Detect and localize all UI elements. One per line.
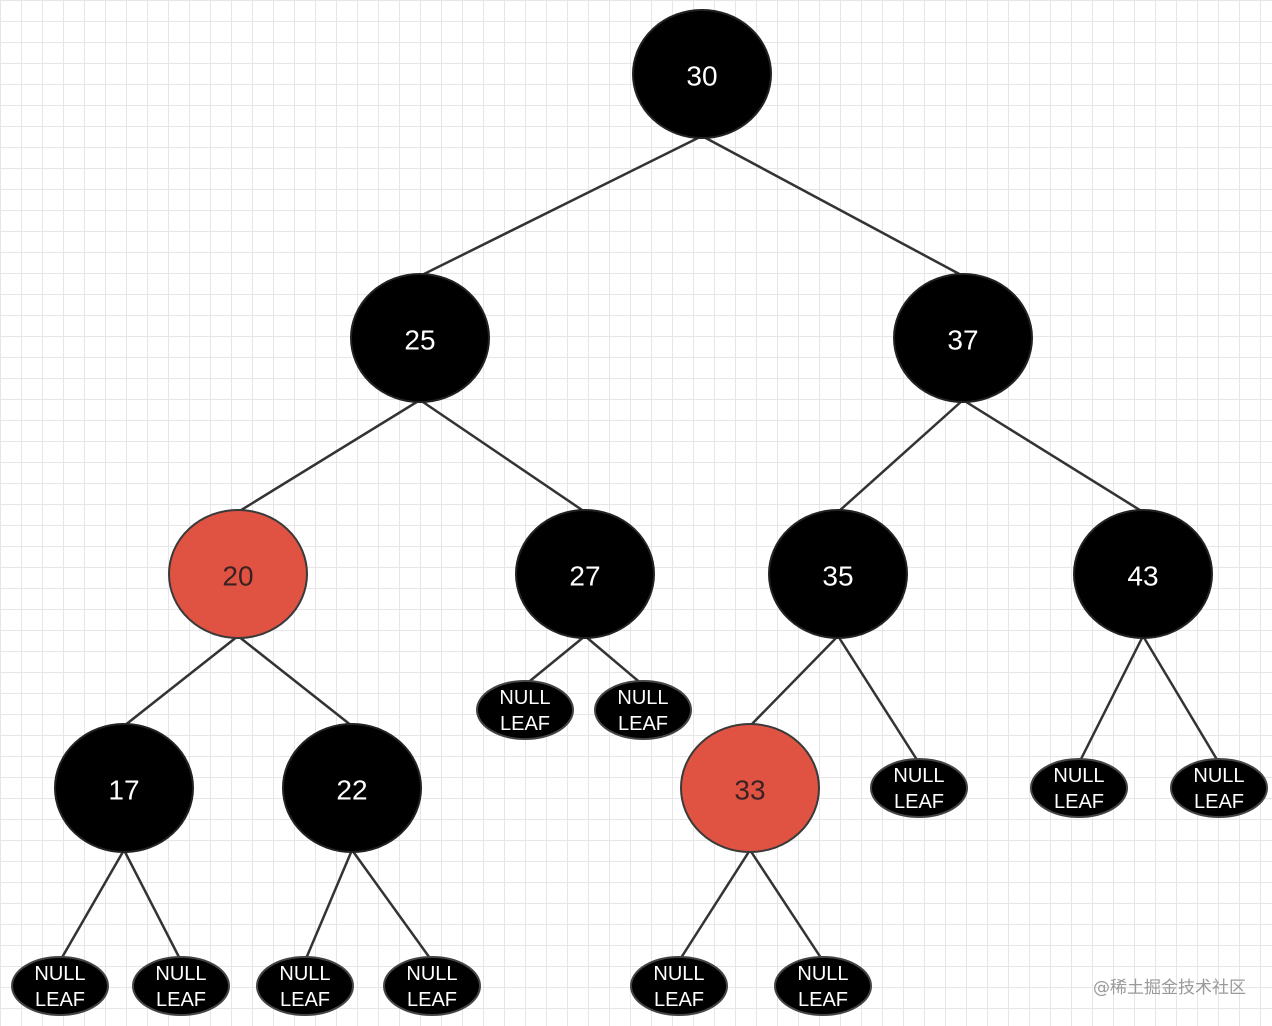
node-value: 27 (569, 561, 600, 592)
node-value: 22 (336, 775, 367, 806)
leaf-label: LEAF (1194, 791, 1244, 813)
tree-edge (749, 635, 839, 727)
leaf-label: LEAF (156, 989, 206, 1011)
tree-edge (837, 399, 964, 513)
node-value: 37 (947, 325, 978, 356)
tree-edge (58, 849, 126, 962)
leaf-label: NULL (617, 687, 668, 709)
tree-edge (237, 635, 353, 727)
tree-node-43: 43 (1073, 509, 1213, 639)
leaf-label: NULL (893, 765, 944, 787)
black-node-circle (54, 723, 194, 853)
leaf-ellipse (594, 680, 692, 740)
leaf-label: LEAF (618, 713, 668, 735)
black-node-circle (515, 509, 655, 639)
watermark: @稀土掘金技术社区 (1093, 978, 1246, 998)
black-node-circle (893, 273, 1033, 403)
leaf-label: LEAF (798, 989, 848, 1011)
null-leaf-node: NULL LEAF (256, 956, 354, 1016)
black-node-circle (282, 723, 422, 853)
leaf-label: LEAF (500, 713, 550, 735)
leaf-ellipse (1030, 758, 1128, 818)
leaf-label: LEAF (280, 989, 330, 1011)
tree-node-17: 17 (54, 723, 194, 853)
tree-node-30: 30 (632, 9, 772, 139)
leaf-ellipse (774, 956, 872, 1016)
tree-node-27: 27 (515, 509, 655, 639)
black-node-circle (350, 273, 490, 403)
leaf-label: NULL (797, 963, 848, 985)
leaf-ellipse (11, 956, 109, 1016)
tree-node-25: 25 (350, 273, 490, 403)
leaf-ellipse (256, 956, 354, 1016)
tree-edge (303, 849, 354, 962)
null-leaf-node: NULL LEAF (1030, 758, 1128, 818)
null-leaf-node: NULL LEAF (383, 956, 481, 1016)
leaf-label: LEAF (407, 989, 457, 1011)
null-leaf-node: NULL LEAF (630, 956, 728, 1016)
tree-edge (748, 849, 825, 962)
leaf-label: NULL (155, 963, 206, 985)
tree-edge (122, 849, 183, 962)
null-leaf-node: NULL LEAF (774, 956, 872, 1016)
tree-edge (1077, 635, 1145, 764)
black-node-circle (768, 509, 908, 639)
null-leaf-node: NULL LEAF (1170, 758, 1268, 818)
leaf-ellipse (1170, 758, 1268, 818)
leaf-label: NULL (406, 963, 457, 985)
node-value: 35 (822, 561, 853, 592)
null-leaf-node: NULL LEAF (11, 956, 109, 1016)
leaf-ellipse (476, 680, 574, 740)
red-node-circle (168, 509, 308, 639)
tree-node-20: 20 (168, 509, 308, 639)
tree-edge (419, 398, 586, 514)
null-leaf-node: NULL LEAF (870, 758, 968, 818)
black-node-circle (1073, 509, 1213, 639)
leaf-label: NULL (499, 687, 550, 709)
tree-node-37: 37 (893, 273, 1033, 403)
node-value: 17 (108, 775, 139, 806)
node-value: 33 (734, 775, 765, 806)
node-value: 30 (686, 61, 717, 92)
tree-edge (123, 635, 239, 727)
leaf-ellipse (383, 956, 481, 1016)
tree-edge (1141, 635, 1221, 764)
leaf-label: NULL (653, 963, 704, 985)
leaf-label: LEAF (1054, 791, 1104, 813)
leaf-label: LEAF (654, 989, 704, 1011)
tree-edge (677, 849, 752, 962)
tree-node-33: 33 (680, 723, 820, 853)
null-leaf-node: NULL LEAF (132, 956, 230, 1016)
node-value: 20 (222, 561, 253, 592)
tree-edge (237, 398, 421, 514)
leaf-label: NULL (1053, 765, 1104, 787)
null-leaf-node: NULL LEAF (594, 680, 692, 740)
tree-edge (701, 134, 964, 278)
leaf-label: LEAF (35, 989, 85, 1011)
tree-edge (524, 635, 586, 686)
tree-edge (584, 635, 644, 686)
tree-edges (58, 134, 1221, 962)
tree-edge (350, 849, 434, 962)
leaf-ellipse (630, 956, 728, 1016)
red-node-circle (680, 723, 820, 853)
leaf-label: NULL (34, 963, 85, 985)
node-value: 25 (404, 325, 435, 356)
leaf-ellipse (870, 758, 968, 818)
tree-node-22: 22 (282, 723, 422, 853)
node-value: 43 (1127, 561, 1158, 592)
leaf-label: NULL (1193, 765, 1244, 787)
leaf-ellipse (132, 956, 230, 1016)
tree-edge (962, 398, 1144, 514)
null-leaf-node: NULL LEAF (476, 680, 574, 740)
tree-edge (419, 134, 703, 278)
black-node-circle (632, 9, 772, 139)
leaf-label: LEAF (894, 791, 944, 813)
tree-node-35: 35 (768, 509, 908, 639)
tree-edge (836, 635, 921, 764)
tree-nodes: 30252017NULLLEAFNULLLEAF22NULLLEAFNULLLE… (11, 9, 1268, 1016)
leaf-label: NULL (279, 963, 330, 985)
